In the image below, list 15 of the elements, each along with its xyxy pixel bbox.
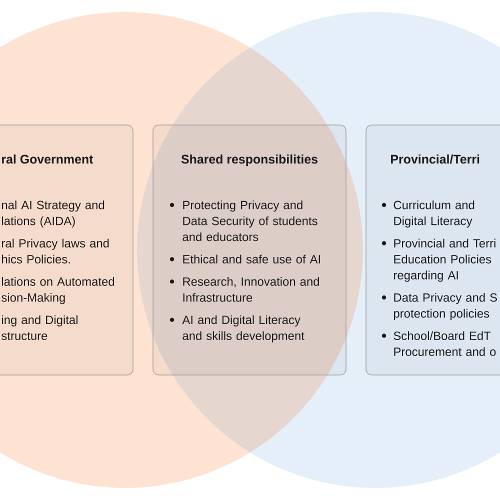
list-item: Curriculum and Digital Literacy <box>394 200 474 228</box>
list-item: lations on Automated sion-Making <box>2 277 114 304</box>
list-item: Provincial and Terri Education Policies regarding AI <box>394 238 496 282</box>
list-item: ral Privacy laws and hics Policies. <box>2 238 109 264</box>
list-item: Protecting Privacy and Data Security of students and educators <box>182 200 318 242</box>
list-item: Ethical and safe use of AI <box>183 254 320 264</box>
list-item: ing and Digital structure <box>2 315 78 340</box>
list-item: School/Board EdT Procurement and o <box>394 331 496 356</box>
list-item: Research, Innovation and Infrastructure <box>183 277 319 302</box>
panel-heading: Provincial/Terri <box>391 154 480 164</box>
list-item: AI and Digital Literacy and skills development <box>182 315 304 342</box>
panel-heading: Shared responsibilities <box>181 154 318 166</box>
list-item: nal AI Strategy and lations (AIDA) <box>2 200 104 228</box>
panel-heading: ral Government <box>2 154 94 164</box>
list-item: Data Privacy and S protection policies <box>394 293 497 320</box>
